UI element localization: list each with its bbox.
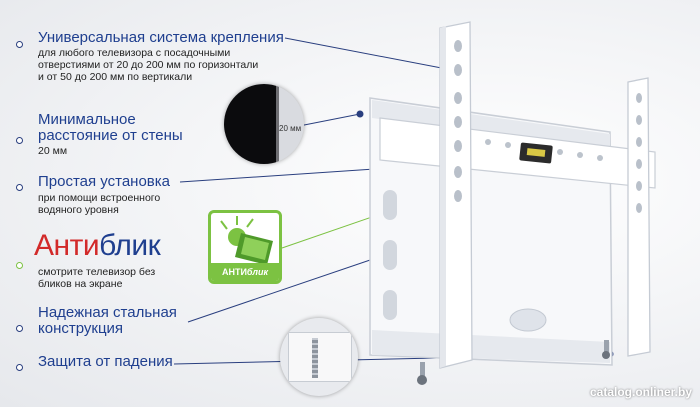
feature-title-fall-protection: Защита от падения: [38, 353, 173, 370]
safety-screws: [417, 340, 610, 385]
badge-text-caps: АНТИ: [221, 267, 247, 277]
feature-desc-universal: для любого телевизора с посадочными отве…: [38, 47, 259, 83]
feature-title-universal: Универсальная система крепления: [38, 29, 284, 46]
inset-measure-label: 20 мм: [279, 124, 302, 133]
badge-text-italic: блик: [246, 267, 269, 277]
fall-protection-inset: [280, 318, 358, 396]
bullet-6: [16, 364, 23, 371]
feature-desc-antiglare: смотрите телевизор без бликов на экране: [38, 266, 156, 290]
bullet-3: [16, 184, 23, 191]
bullet-1: [16, 41, 23, 48]
right-vertical-arm: [627, 77, 651, 357]
feature-title-steel: Надежная стальная конструкция: [38, 304, 177, 337]
antiglare-badge: АНТИблик: [208, 210, 282, 284]
feature-desc-wall-distance: 20 мм: [38, 145, 68, 157]
bullet-4: [16, 262, 23, 269]
watermark: catalog.onliner.by: [589, 385, 692, 399]
bullet-2: [16, 137, 23, 144]
feature-title-installation: Простая установка: [38, 173, 171, 190]
wall-distance-inset: 20 мм: [224, 84, 304, 164]
bullet-5: [16, 325, 23, 332]
feature-title-wall-distance: Минимальное расстояние от стены: [38, 111, 183, 144]
feature-title-antiglare: Антиблик: [34, 229, 161, 262]
feature-desc-installation: при помощи встроенного водяного уровня: [38, 192, 161, 216]
sun-glare-icon: [220, 216, 273, 263]
